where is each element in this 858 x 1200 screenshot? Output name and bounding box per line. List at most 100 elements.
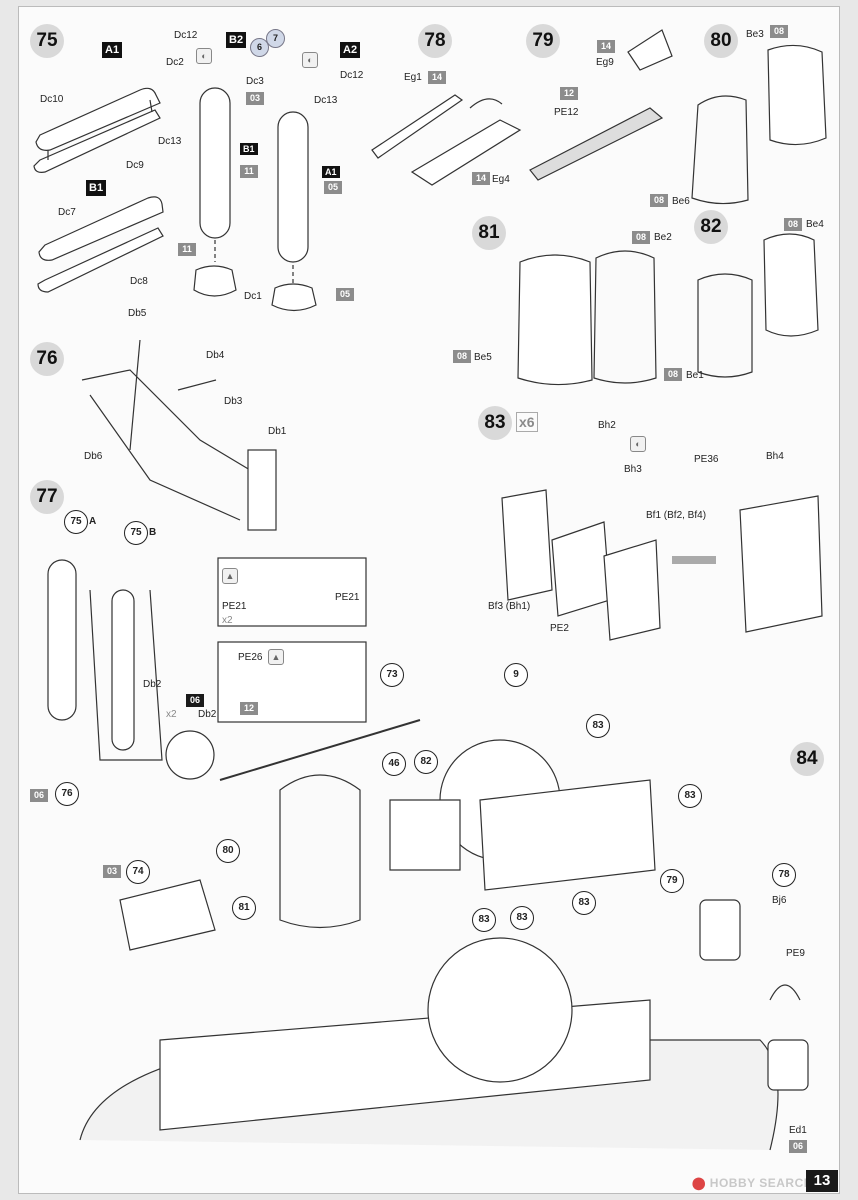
part-label: Eg1 [404,72,422,83]
sheet-label-b1: B1 [86,180,107,196]
optional-part-icon: ◐ [302,52,318,68]
part-label: Be4 [806,219,824,230]
color-tag: 14 [597,40,615,53]
part-label: x2 [222,615,233,626]
part-label: Be1 [686,370,704,381]
quantity-multiplier: x6 [516,412,538,432]
part-label: Bh3 [624,464,642,475]
color-tag: 03 [103,865,121,878]
sheet-label-a1-small: A1 [322,166,340,178]
part-label: Eg9 [596,57,614,68]
part-dc10-rail [33,87,161,173]
ref-step-83: 83 [510,906,534,930]
step-83: 83 [478,406,512,440]
color-tag: 08 [632,231,650,244]
part-label: Dc7 [58,207,76,218]
ref-step-83: 83 [572,891,596,915]
color-tag: 06 [30,789,48,802]
vehicle-rear-deck [79,719,809,1151]
part-label: PE9 [786,948,805,959]
ref-step-46: 46 [382,752,406,776]
color-tag: 08 [784,218,802,231]
color-tag: 12 [240,702,258,715]
ref-step-74: 74 [126,860,150,884]
color-tag: 11 [178,243,196,256]
part-label: PE21 [222,601,247,612]
step-76: 76 [30,342,64,376]
part-label: Ed1 [789,1125,807,1136]
step-79: 79 [526,24,560,58]
ref-step-75: 75 [64,510,88,534]
part-label: Db1 [268,426,287,437]
part-label: Be3 [746,29,764,40]
ref-step-79: 79 [660,869,684,893]
color-tag: 03 [246,92,264,105]
ref-step-80: 80 [216,839,240,863]
photo-etch-icon: ▲ [268,649,284,665]
color-tag: 08 [770,25,788,38]
part-label: PE26 [238,652,263,663]
step-81: 81 [472,216,506,250]
watermark: ⬤ HOBBY SEARCH [692,1176,813,1190]
ref-step-81: 81 [232,896,256,920]
step-82: 82 [694,210,728,244]
callout-6: 6 [250,38,269,57]
color-tag: 11 [240,165,258,178]
color-tag: 14 [428,71,446,84]
part-label: Dc12 [174,30,198,41]
part-label: Bh4 [766,451,784,462]
part-dc7-rail [37,196,164,293]
ref-step-83: 83 [472,908,496,932]
variant-b-label: B [149,527,157,538]
callout-7: 7 [266,29,285,48]
part-label: Eg4 [492,174,510,185]
part-label: Be5 [474,352,492,363]
color-tag: 08 [664,368,682,381]
optional-part-icon: ◐ [630,436,646,452]
welding-cart [47,557,367,780]
part-label: Dc13 [158,136,182,147]
sandbags-be1-be4 [697,233,819,378]
part-label: Bf1 (Bf2, Bf4) [646,510,707,521]
sheet-label-a2: A2 [340,42,361,58]
part-pe12-saw [529,29,673,181]
color-tag: 06 [186,694,204,707]
color-tag: 14 [472,172,490,185]
part-label: Dc3 [246,76,264,87]
step-80: 80 [704,24,738,58]
ref-step-9: 9 [504,663,528,687]
color-tag: 08 [453,350,471,363]
part-label: PE12 [554,107,579,118]
step-75: 75 [30,24,64,58]
part-label: Be6 [672,196,690,207]
part-label: Db6 [84,451,103,462]
sandbags-be2-be5 [517,250,657,386]
part-label: Db4 [206,350,225,361]
ref-step-73: 73 [380,663,404,687]
ref-step-82: 82 [414,750,438,774]
part-label: x2 [166,709,177,720]
ref-step-83: 83 [678,784,702,808]
part-label: Db5 [128,308,147,319]
part-eg1-eg4 [371,94,522,186]
part-label: Db2 [198,709,217,720]
part-label: Dc1 [244,291,262,302]
part-label: Dc8 [130,276,148,287]
optional-part-icon: ◐ [196,48,212,64]
photo-etch-icon: ▲ [222,568,238,584]
part-label: PE2 [550,623,569,634]
part-label: Bh2 [598,420,616,431]
gas-cylinder-b1 [193,87,237,297]
color-tag: 06 [789,1140,807,1153]
part-label: Dc10 [40,94,64,105]
jerrycan-assembly [501,489,823,641]
color-tag: 05 [336,288,354,301]
color-tag: 08 [650,194,668,207]
ref-step-83: 83 [586,714,610,738]
part-label: Db2 [143,679,162,690]
part-label: PE36 [694,454,719,465]
gas-cylinder-a1 [271,111,317,312]
part-label: Bj6 [772,895,787,906]
part-label: Bf3 (Bh1) [488,601,531,612]
